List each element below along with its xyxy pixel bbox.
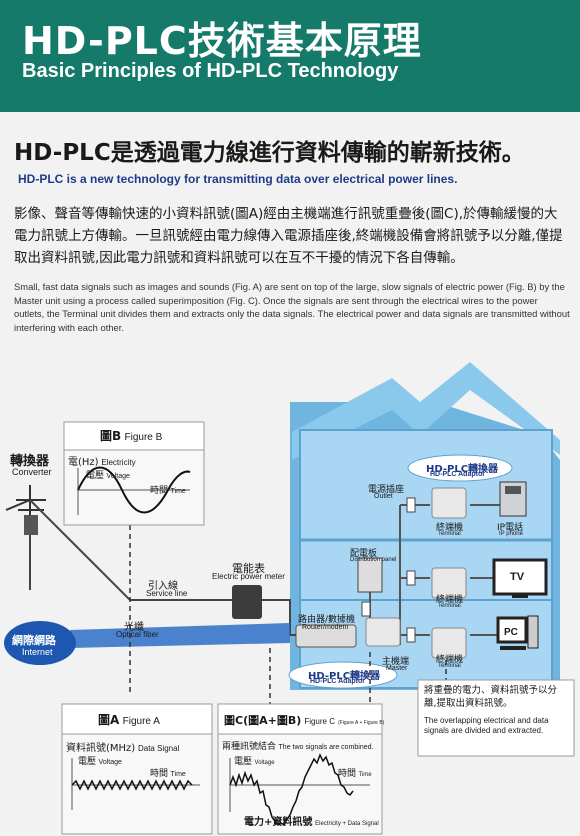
pole-transformer	[24, 515, 38, 535]
outlet-label: 電源插座	[368, 485, 405, 495]
hd-plc-diagram	[4, 362, 575, 835]
meter-label-en: Electric power meter	[212, 572, 285, 581]
terminal-3-label-en: Terminal	[438, 663, 461, 669]
terminal-2-label-en: Terminal	[438, 603, 461, 609]
figure-b-title: 圖B Figure B	[100, 429, 163, 443]
adaptor-bottom-label-en: HD-PLC Adaptor	[310, 678, 365, 685]
master-label: 主機端	[382, 657, 410, 667]
router-label: 路由器/數據機	[298, 615, 356, 625]
ip-phone-label-en: IP phone	[499, 531, 523, 537]
terminals	[431, 487, 467, 659]
tv-label: TV	[510, 571, 525, 583]
intro-body: 影像、聲音等傳輸快速的小資料訊號(圖A)經由主機端進行訊號重疊後(圖C),於傳輸…	[14, 206, 563, 266]
internet-label-en: Internet	[22, 647, 53, 657]
note-en: The overlapping electrical and data sign…	[424, 716, 549, 735]
panel-label: 配電板	[350, 549, 378, 559]
fiber-label: 光纖	[124, 622, 144, 633]
pc-icon	[496, 615, 539, 650]
adaptor-bottom-label: HD-PLC轉換器	[308, 671, 381, 682]
adaptor-badge-top	[407, 454, 513, 482]
internet-label: 網際網路	[12, 634, 56, 647]
note-zh: 將重疊的電力、資料訊號予以分離,提取出資料訊號。	[424, 685, 558, 709]
intro-heading-en: HD-PLC is a new technology for transmitt…	[18, 172, 458, 186]
figure-a-heading: 資料訊號(MHz) Data Signal	[66, 743, 180, 754]
figure-c	[217, 703, 383, 835]
outlet-label-en: Outlet	[374, 493, 393, 500]
service-line-label: 引入線	[148, 581, 178, 592]
panel-label-en: Distribution panel	[350, 557, 397, 563]
converter-label-en: Converter	[12, 467, 52, 477]
figure-a-title: 圖A Figure A	[98, 713, 160, 727]
pc-label: PC	[504, 627, 518, 638]
intro-body-en: Small, fast data signals such as images …	[14, 281, 570, 333]
figure-b	[63, 421, 205, 526]
tv-icon	[492, 558, 548, 598]
header-banner: HD-PLC技術基本原理 Basic Principles of HD-PLC …	[0, 0, 580, 112]
figure-c-time: 時間 Time	[338, 769, 372, 779]
terminal-1-label: 終端機	[436, 523, 464, 533]
meter-label: 電能表	[232, 562, 265, 575]
figure-b-time: 時間 Time	[150, 486, 186, 496]
figure-c-footer: 電力+資料訊號 Electricity + Data Signal	[244, 817, 379, 828]
figure-a-time: 時間 Time	[150, 769, 186, 779]
router-label-en: Router/modem	[302, 624, 349, 631]
figure-a	[61, 703, 213, 835]
optical-fiber	[70, 623, 290, 648]
terminal-2-label: 終端機	[436, 595, 464, 605]
figure-c-title: 圖C(圖A+圖B) Figure C (Figure A + Figure B)	[224, 714, 385, 727]
intro-heading: HD-PLC是透過電力線進行資料傳輸的嶄新技術。	[14, 140, 525, 166]
figure-b-sine-wave	[77, 466, 191, 514]
adaptor-top-label-en: HD-PLC Adaptor	[430, 471, 485, 478]
page-subtitle: Basic Principles of HD-PLC Technology	[22, 60, 399, 82]
adaptor-top-label: HD-PLC轉換器	[426, 464, 499, 475]
distribution-panel	[357, 557, 383, 593]
figure-a-voltage: 電壓 Voltage	[78, 757, 122, 767]
converter-label: 轉換器	[10, 454, 50, 469]
service-line-label-en: Service line	[146, 589, 188, 598]
ip-phone-icon	[499, 481, 527, 517]
terminal-1-label-en: Terminal	[438, 531, 461, 537]
figure-c-heading: 兩種訊號結合 The two signals are combined.	[222, 742, 374, 752]
note-box	[417, 679, 575, 757]
figure-b-voltage: 電壓 Voltage	[86, 471, 130, 481]
internet-cloud	[4, 621, 76, 665]
figure-a-data-wave	[71, 779, 193, 791]
master-unit	[365, 617, 401, 647]
figure-b-heading: 電(Hz) Electricity	[68, 457, 136, 468]
figure-c-voltage: 電壓 Voltage	[234, 757, 275, 767]
figure-c-combined-wave	[229, 753, 354, 827]
ip-phone-label: IP電話	[497, 523, 524, 533]
master-label-en: Master	[386, 665, 408, 672]
fiber-label-en: Optical fiber	[116, 630, 159, 639]
page-title: HD-PLC技術基本原理	[22, 19, 422, 63]
terminal-3-label: 終端機	[436, 655, 464, 665]
outlets	[361, 497, 416, 643]
power-meter	[232, 585, 262, 619]
